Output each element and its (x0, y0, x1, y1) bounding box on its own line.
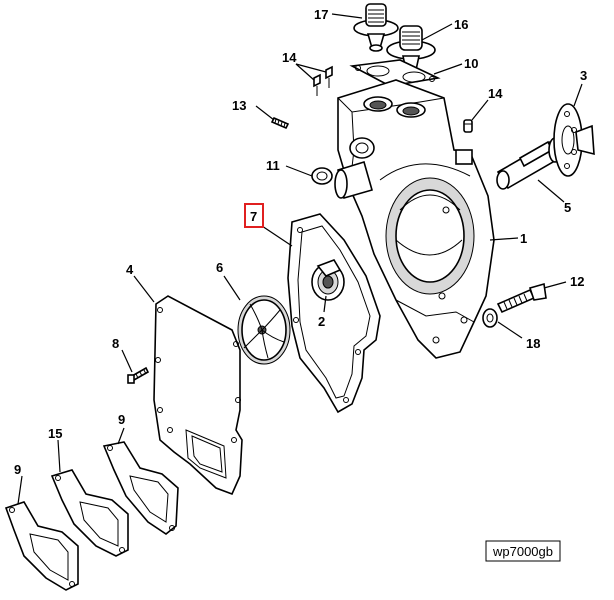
figure-id-box (485, 540, 561, 562)
callout-5: 5 (564, 200, 571, 215)
callout-14-side: 14 (488, 86, 503, 101)
callout-8: 8 (112, 336, 119, 351)
plug-14-side (463, 119, 473, 133)
callout-7: 7 (250, 209, 257, 224)
callout-4: 4 (126, 262, 134, 277)
cover-plate-15 (50, 469, 129, 557)
callout-15: 15 (48, 426, 62, 441)
capscrew-8 (127, 366, 150, 384)
callout-14-top: 14 (282, 50, 297, 65)
impeller-6 (237, 295, 291, 365)
thermostat-gasket-10 (349, 59, 441, 87)
callout-9-rear: 9 (118, 412, 125, 427)
callout-16: 16 (454, 17, 468, 32)
callout-2: 2 (318, 314, 325, 329)
water-pump-housing-1 (334, 79, 495, 359)
callout-13: 13 (232, 98, 246, 113)
callout-1: 1 (520, 231, 527, 246)
callout-11: 11 (266, 158, 280, 173)
capscrew-12 (496, 282, 547, 314)
figure-id-label: wp7000gb (492, 544, 553, 559)
callout-9-front: 9 (14, 462, 21, 477)
callout-7-highlight-box (244, 203, 264, 228)
cover-gasket-9-rear (102, 441, 179, 535)
cover-gasket-9-front (4, 501, 79, 591)
housing-gasket-7 (287, 213, 381, 414)
washer-18 (482, 308, 498, 328)
setscrew-13 (270, 116, 290, 130)
callout-12: 12 (570, 274, 584, 289)
water-pump-seal-2 (311, 259, 345, 301)
cover-plate-4 (153, 295, 243, 496)
callout-10: 10 (464, 56, 478, 71)
callout-6: 6 (216, 260, 223, 275)
drive-flange-3 (553, 103, 595, 177)
callout-3: 3 (580, 68, 587, 83)
callout-18: 18 (526, 336, 540, 351)
capscrews-14-top (313, 65, 333, 96)
leader-lines (17, 13, 583, 505)
callout-17: 17 (314, 7, 328, 22)
oring-11 (311, 167, 333, 185)
thermostat-17 (353, 3, 399, 52)
shaft-bearing-5 (496, 137, 562, 190)
